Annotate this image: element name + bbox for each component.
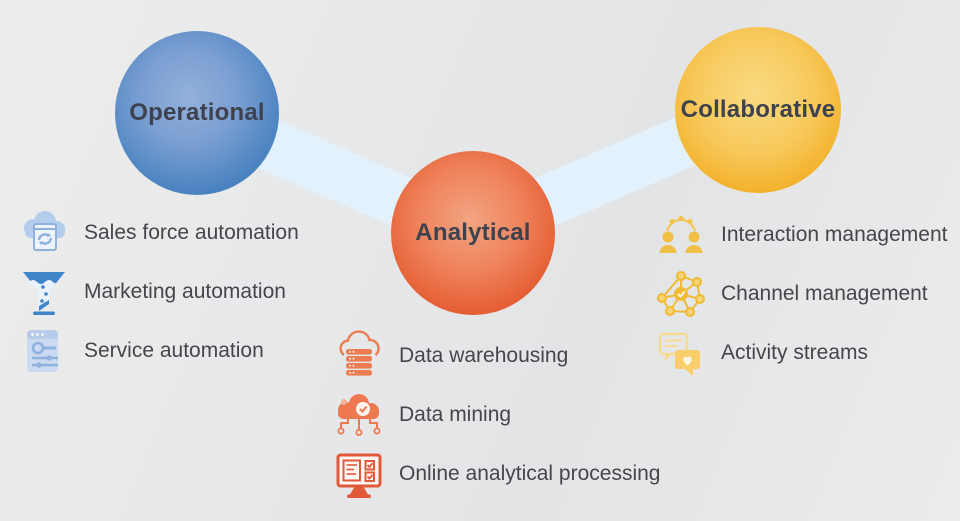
bubble-analytical: Analytical: [391, 151, 555, 315]
chat-heart-icon: [655, 327, 707, 379]
operational-feature-list: Sales force automation Marketing automat…: [18, 207, 299, 377]
cloud-sync-icon: [18, 207, 70, 259]
list-item: Data mining: [333, 389, 660, 441]
list-item-label: Data mining: [399, 403, 512, 426]
list-item: Channel management: [655, 268, 947, 320]
bubble-collaborative-label: Collaborative: [680, 96, 836, 123]
list-item-label: Marketing automation: [84, 280, 286, 303]
funnel-icon: [18, 266, 70, 318]
analytical-feature-list: Data warehousing: [333, 330, 660, 500]
monitor-checklist-icon: [333, 448, 385, 500]
bubble-analytical-label: Analytical: [415, 219, 531, 246]
cloud-mining-icon: [333, 389, 385, 441]
list-item: Service automation: [18, 325, 299, 377]
network-hub-icon: [655, 268, 707, 320]
list-item: Activity streams: [655, 327, 947, 379]
list-item-label: Channel management: [721, 282, 928, 305]
list-item: Online analytical processing: [333, 448, 660, 500]
cloud-database-icon: [333, 330, 385, 382]
bubble-collaborative: Collaborative: [675, 27, 841, 193]
list-item: Interaction management: [655, 209, 947, 261]
list-item: Sales force automation: [18, 207, 299, 259]
people-network-icon: [655, 209, 707, 261]
list-item-label: Data warehousing: [399, 344, 569, 367]
list-item-label: Online analytical processing: [399, 462, 661, 485]
list-item-label: Sales force automation: [84, 221, 299, 244]
bubble-operational: Operational: [115, 31, 279, 195]
list-item: Data warehousing: [333, 330, 660, 382]
list-item-label: Service automation: [84, 339, 264, 362]
list-item: Marketing automation: [18, 266, 299, 318]
bubble-operational-label: Operational: [129, 99, 265, 126]
collaborative-feature-list: Interaction management: [655, 209, 947, 379]
list-item-label: Activity streams: [721, 341, 869, 364]
list-item-label: Interaction management: [721, 223, 948, 246]
service-settings-icon: [18, 325, 70, 377]
